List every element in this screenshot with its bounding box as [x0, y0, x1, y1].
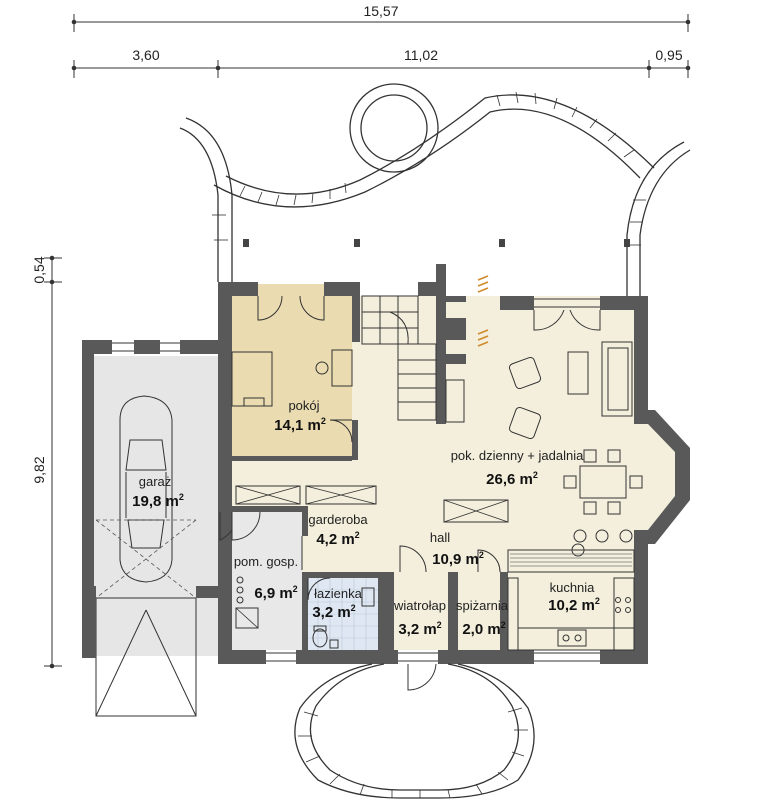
room-area-pom-gosp: 6,9 m2 — [254, 584, 297, 602]
room-area-pokoj: 14,1 m2 — [274, 416, 326, 434]
walls — [82, 264, 690, 664]
furniture — [95, 275, 643, 691]
room-area-kuchnia: 10,2 m2 — [548, 596, 600, 614]
dimension-lines — [44, 14, 691, 669]
room-name-pom-gosp: pom. gosp. — [234, 554, 298, 569]
room-name-pokoj: pokój — [288, 398, 319, 413]
room-area-wiatrolap: 3,2 m2 — [398, 620, 441, 638]
room-name-pok-dzienny: pok. dzienny + jadalnia — [451, 448, 584, 463]
dim-seg-2: 11,02 — [404, 47, 438, 63]
windows — [112, 298, 600, 662]
room-labels: pokój 14,1 m2 pok. dzienny + jadalnia 26… — [132, 398, 600, 638]
room-name-wiatrolap: wiatrołap — [393, 598, 446, 613]
room-name-spizarnia: spiżarnia — [456, 598, 509, 613]
room-area-pok-dzienny: 26,6 m2 — [486, 470, 538, 488]
room-area-garaz: 19,8 m2 — [132, 492, 184, 510]
dim-seg-3: 0,95 — [655, 47, 682, 63]
room-area-hall: 10,9 m2 — [432, 550, 484, 568]
dim-vertical-total: 9,82 — [31, 456, 47, 483]
room-name-kuchnia: kuchnia — [550, 580, 596, 595]
room-area-garderoba: 4,2 m2 — [316, 530, 359, 548]
room-name-garaz: garaż — [139, 474, 172, 489]
dim-vertical-small: 0,54 — [31, 256, 47, 283]
room-area-spizarnia: 2,0 m2 — [462, 620, 505, 638]
top-terrace — [179, 83, 691, 300]
room-name-hall: hall — [430, 530, 450, 545]
entry-porch — [294, 663, 535, 799]
room-name-lazienka: łazienka — [314, 586, 362, 601]
dim-total-width: 15,57 — [363, 3, 398, 19]
room-name-garderoba: garderoba — [308, 512, 368, 527]
room-area-lazienka: 3,2 m2 — [312, 603, 355, 621]
dim-seg-1: 3,60 — [132, 47, 159, 63]
